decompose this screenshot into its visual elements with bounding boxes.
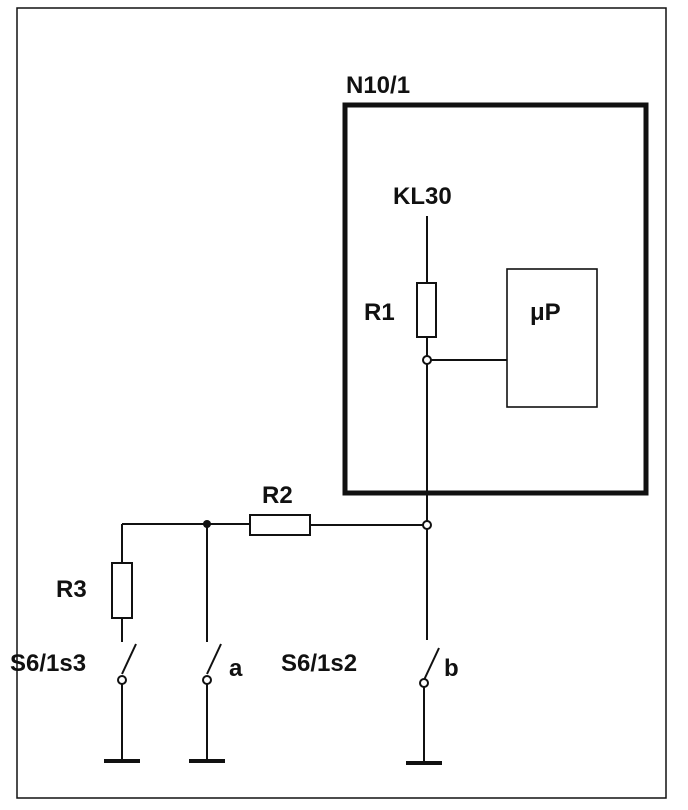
switch-s3-blade: [121, 643, 137, 675]
microprocessor-label: μP: [530, 299, 561, 326]
contact-a-label: a: [229, 655, 243, 682]
junction-b: [422, 520, 432, 530]
switch-b-blade: [423, 647, 440, 681]
resistor-r2-label: R2: [262, 482, 293, 509]
supply-label: KL30: [393, 183, 452, 210]
resistor-r3: [111, 562, 133, 619]
outer-frame: [16, 7, 667, 799]
switch-s3-label: S6/1s3: [10, 650, 86, 677]
r1-junction-node: [422, 355, 432, 365]
microprocessor-box: [506, 268, 598, 408]
resistor-r3-label: R3: [56, 576, 87, 603]
resistor-r1-label: R1: [364, 299, 395, 326]
switch-s3-contact: [117, 675, 127, 685]
contact-b-label: b: [444, 655, 459, 682]
switch-a-contact: [202, 675, 212, 685]
switch-a-blade: [206, 643, 222, 675]
module-label: N10/1: [346, 72, 410, 99]
switch-s2-label: S6/1s2: [281, 650, 357, 677]
resistor-r1: [416, 282, 437, 338]
switch-b-contact: [419, 678, 429, 688]
resistor-r2: [249, 514, 311, 536]
module-box: [342, 102, 649, 496]
